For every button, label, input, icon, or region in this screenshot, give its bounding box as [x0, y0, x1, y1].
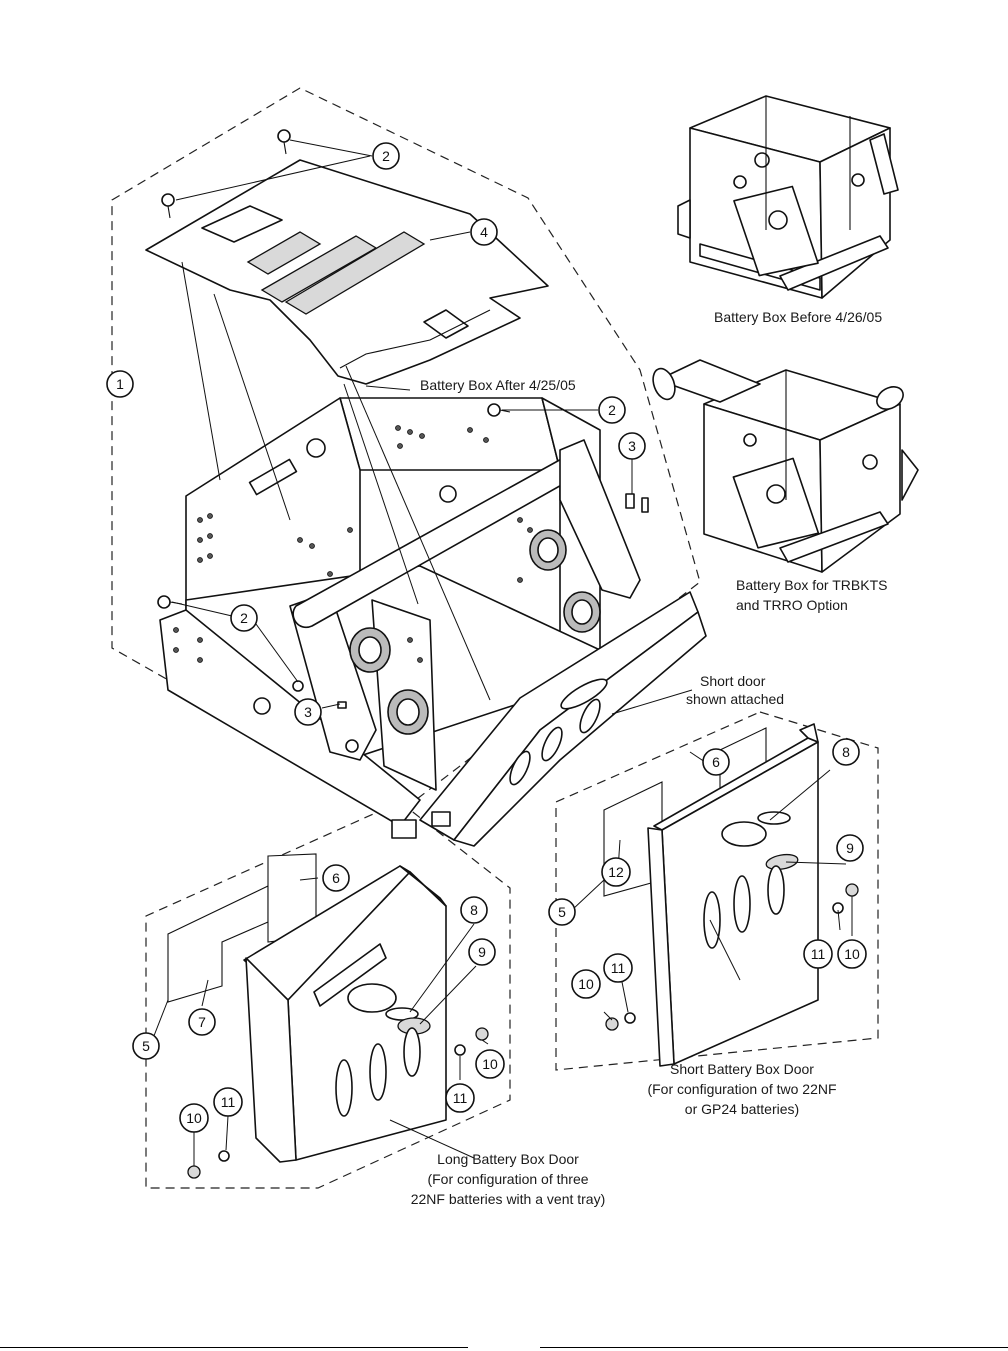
bearing-ring [358, 636, 382, 664]
svg-text:5: 5 [142, 1038, 150, 1054]
fasteners [157, 129, 649, 709]
callout-8: 8 [460, 896, 488, 924]
footer-rule-right [540, 1347, 1008, 1348]
callout-8: 8 [832, 738, 860, 766]
wall-slot [248, 458, 298, 496]
battery-box-after-assembly [159, 397, 641, 827]
long-door-exploded [167, 853, 489, 1179]
svg-text:8: 8 [842, 744, 850, 760]
label-long-door-line3: 22NF batteries with a vent tray) [411, 1191, 606, 1207]
callout-12: 12 [601, 857, 631, 887]
label-short-door-line3: or GP24 batteries) [685, 1101, 799, 1117]
svg-text:3: 3 [304, 704, 312, 720]
callout-10: 10 [475, 1049, 505, 1079]
top-cover-plate [145, 159, 549, 385]
wall-hole [306, 438, 326, 458]
svg-text:10: 10 [578, 976, 594, 992]
label-battery-box-before: Battery Box Before 4/26/05 [714, 309, 882, 325]
callout-9: 9 [836, 834, 864, 862]
callout-5: 5 [132, 1032, 160, 1060]
callout-3: 3 [294, 698, 322, 726]
battery-box-right-arm [559, 439, 641, 599]
svg-text:11: 11 [611, 960, 626, 976]
wall-hole [253, 697, 271, 715]
svg-text:10: 10 [482, 1056, 498, 1072]
callout-6: 6 [322, 864, 350, 892]
callout-10: 10 [837, 939, 867, 969]
label-long-door-line1: Long Battery Box Door [437, 1151, 579, 1167]
callout-2: 2 [230, 604, 258, 632]
svg-text:3: 3 [628, 438, 636, 454]
group-outline-long-door [145, 801, 511, 1189]
callout-3: 3 [618, 432, 646, 460]
callout-11: 11 [803, 939, 833, 969]
label-leaders [149, 751, 853, 1166]
label-short-door-attached-line1: Short door [700, 673, 766, 689]
callout-leaders [171, 139, 693, 715]
label-trbkts-line1: Battery Box for TRBKTS [736, 577, 887, 593]
wall-hole [345, 739, 359, 753]
svg-text:10: 10 [186, 1110, 202, 1126]
callout-10: 10 [571, 969, 601, 999]
callout-9: 9 [468, 938, 496, 966]
callout-2: 2 [598, 396, 626, 424]
short-door-attached [391, 591, 707, 847]
battery-box-back-wall [339, 397, 561, 471]
callout-11: 11 [213, 1087, 243, 1117]
svg-text:6: 6 [712, 754, 720, 770]
callout-7: 7 [188, 1008, 216, 1036]
svg-text:4: 4 [480, 224, 488, 240]
svg-text:7: 7 [198, 1014, 206, 1030]
svg-text:6: 6 [332, 870, 340, 886]
svg-text:10: 10 [844, 946, 860, 962]
bearing-ring [537, 537, 559, 563]
battery-box-before-drawing [677, 95, 899, 299]
battery-box-trbkts-drawing [652, 359, 919, 573]
svg-text:5: 5 [558, 904, 566, 920]
svg-text:11: 11 [221, 1094, 236, 1110]
assembly-leader-lines [181, 261, 491, 701]
footer-rule-left [0, 1347, 468, 1348]
callout-4: 4 [470, 218, 498, 246]
svg-text:8: 8 [470, 902, 478, 918]
bearing-ring [571, 599, 593, 625]
svg-text:2: 2 [240, 610, 248, 626]
bearing-ring [396, 698, 420, 726]
svg-text:11: 11 [453, 1090, 468, 1106]
svg-text:9: 9 [478, 944, 486, 960]
group-outline-short-door [555, 711, 879, 1071]
battery-box-base-rail [159, 609, 421, 827]
short-door-exploded [603, 723, 859, 1067]
callout-11: 11 [445, 1083, 475, 1113]
label-short-door-attached-line2: shown attached [686, 691, 784, 707]
label-short-door-line2: (For configuration of two 22NF [647, 1081, 836, 1097]
svg-text:12: 12 [608, 864, 624, 880]
callout-5: 5 [548, 898, 576, 926]
label-long-door-line2: (For configuration of three [427, 1171, 588, 1187]
svg-text:2: 2 [382, 148, 390, 164]
callout-6: 6 [702, 748, 730, 776]
svg-text:9: 9 [846, 840, 854, 856]
label-short-door-line1: Short Battery Box Door [670, 1061, 814, 1077]
wall-hole [439, 485, 457, 503]
small-holes [173, 425, 533, 663]
svg-text:11: 11 [811, 946, 826, 962]
svg-text:2: 2 [608, 402, 616, 418]
label-trbkts-line2: and TRRO Option [736, 597, 848, 613]
label-battery-box-after: Battery Box After 4/25/05 [420, 377, 576, 393]
callout-1: 1 [106, 370, 134, 398]
svg-text:1: 1 [116, 376, 124, 392]
callout-11: 11 [603, 953, 633, 983]
callout-2: 2 [372, 142, 400, 170]
callout-10: 10 [179, 1103, 209, 1133]
